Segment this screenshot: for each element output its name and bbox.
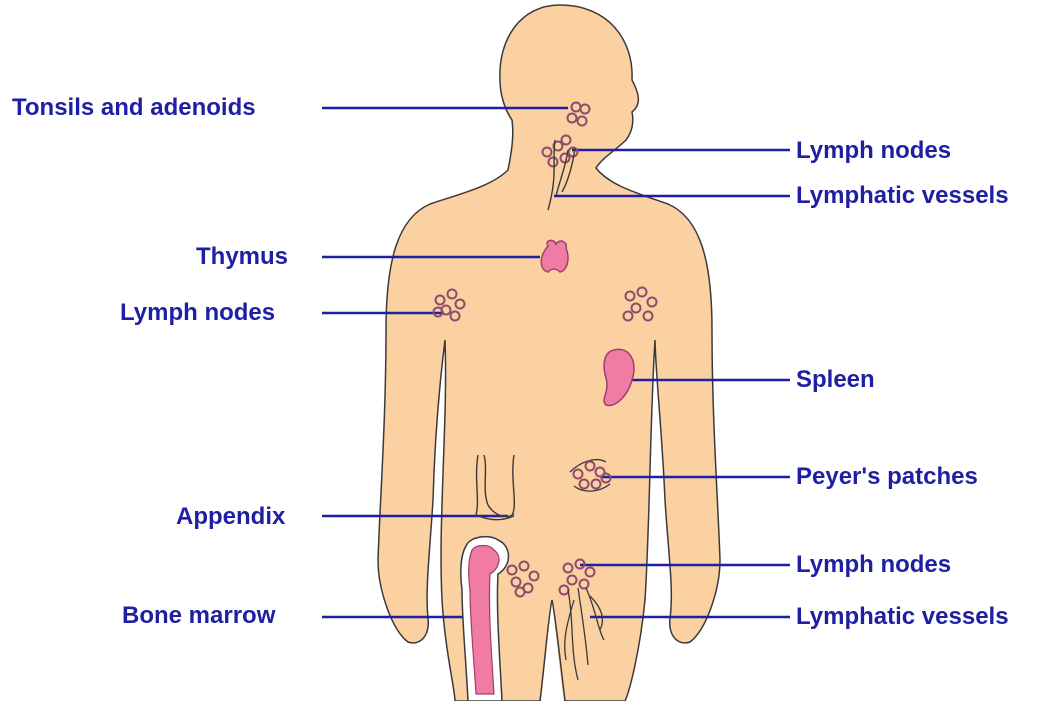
label-tonsils-and-adenoids: Tonsils and adenoids: [12, 96, 256, 120]
body-silhouette: [378, 5, 720, 701]
label-lymph-nodes-neck: Lymph nodes: [796, 139, 951, 163]
label-appendix: Appendix: [176, 505, 285, 529]
label-lymphatic-vessels-neck: Lymphatic vessels: [796, 184, 1009, 208]
label-lymph-nodes-groin: Lymph nodes: [796, 553, 951, 577]
label-lymphatic-vessels-groin: Lymphatic vessels: [796, 605, 1009, 629]
label-thymus: Thymus: [196, 245, 288, 269]
label-spleen: Spleen: [796, 368, 875, 392]
label-bone-marrow: Bone marrow: [122, 604, 275, 628]
label-peyers-patches: Peyer's patches: [796, 465, 978, 489]
label-lymph-nodes-left: Lymph nodes: [120, 301, 275, 325]
